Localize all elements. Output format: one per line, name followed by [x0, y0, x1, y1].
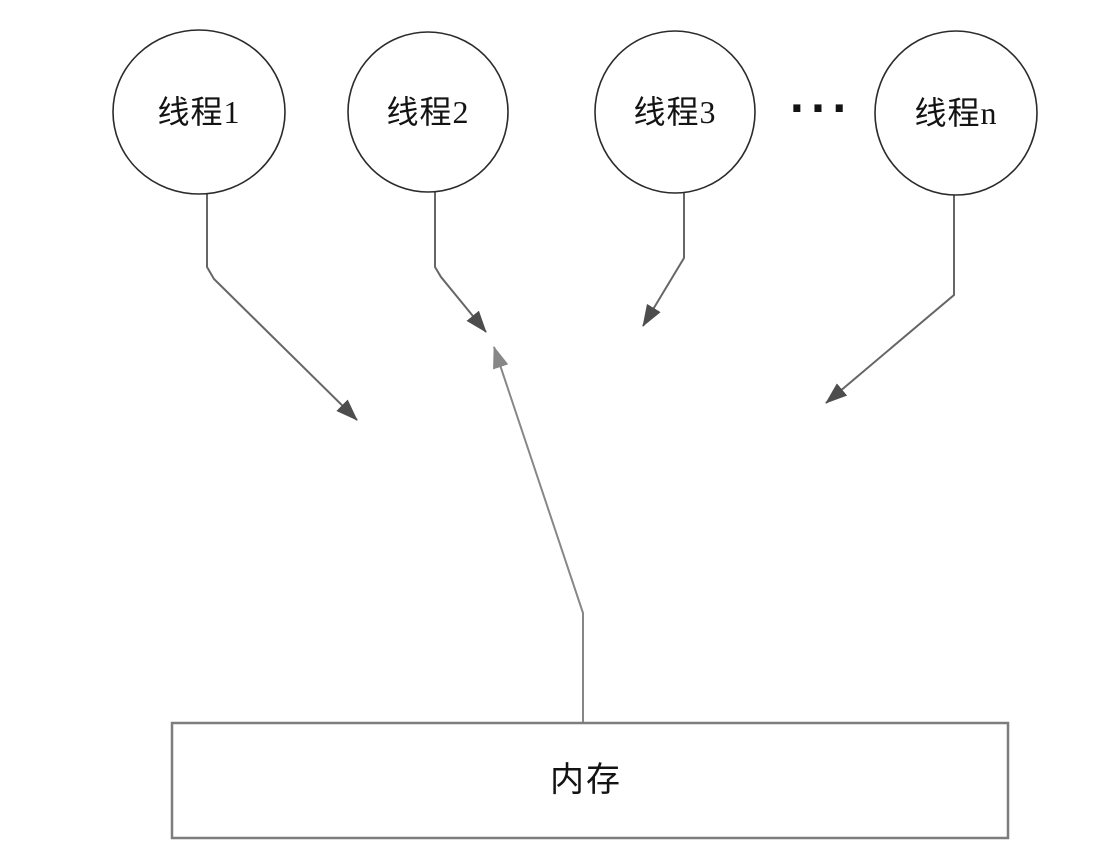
- arrow-thread1-to-memory: [206, 194, 358, 421]
- thread-to-memory-arrows: [206, 192, 955, 421]
- arrow-thread2-to-memory: [434, 192, 487, 333]
- memory-box: [170, 721, 1010, 840]
- thread-1-node: [112, 29, 286, 195]
- thread-3-node: [594, 30, 756, 194]
- memory-label: 内存: [550, 761, 622, 799]
- arrow-thread3-to-memory: [642, 193, 685, 327]
- thread-nodes: [112, 29, 1038, 196]
- ellipsis-label: ···: [789, 86, 853, 132]
- thread-2-label: 线程2: [386, 94, 469, 130]
- thread-3-label: 线程3: [633, 94, 716, 130]
- arrow-threadn-to-memory: [825, 195, 955, 404]
- thread-n-label: 线程n: [914, 95, 997, 131]
- thread-n-node: [874, 30, 1038, 196]
- thread-1-label: 线程1: [157, 94, 240, 130]
- thread-2-node: [347, 31, 509, 193]
- diagram-labels: 线程1 线程2 线程3 线程n ··· 内存: [157, 86, 997, 799]
- arrow-memory-to-thread2: [493, 346, 584, 723]
